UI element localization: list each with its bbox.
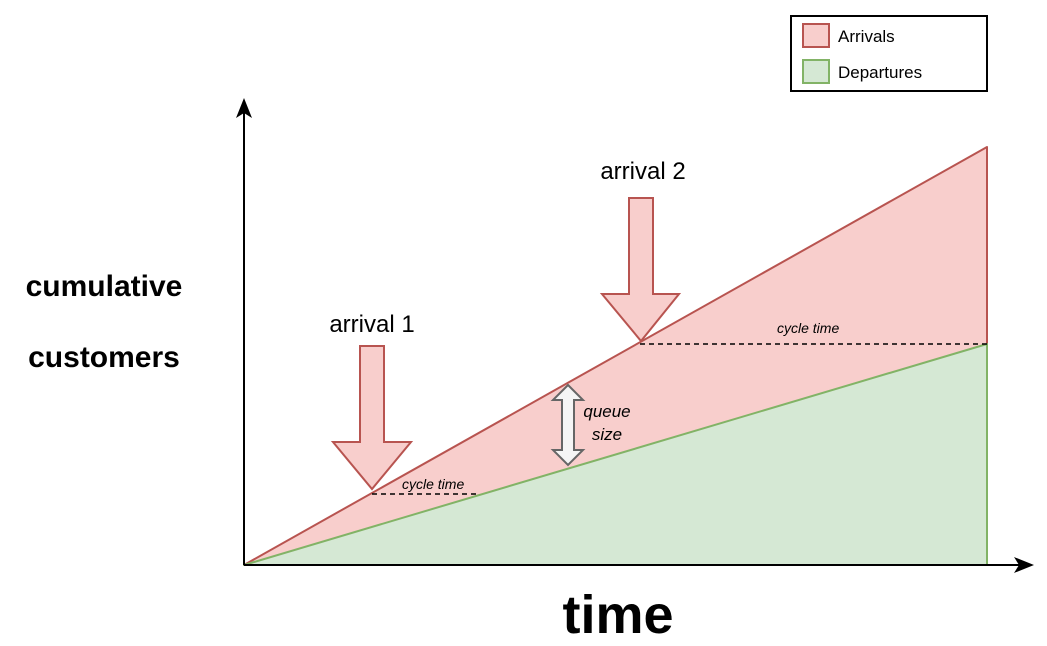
arrival-1-arrow xyxy=(330,345,414,491)
cycle-time-label-2: cycle time xyxy=(777,320,839,336)
y-axis-label-line2: customers xyxy=(28,341,180,374)
queue-size-double-arrow xyxy=(550,383,586,467)
arrival-1-label: arrival 1 xyxy=(329,311,414,338)
y-axis-label-line1: cumulative xyxy=(26,270,183,303)
y-axis-arrowhead xyxy=(236,98,252,118)
x-axis-label: time xyxy=(562,585,673,645)
queue-label: queue xyxy=(583,402,630,421)
x-axis-arrowhead xyxy=(1014,557,1034,573)
arrival-2-arrow xyxy=(599,197,682,343)
legend-label-departures: Departures xyxy=(838,63,922,82)
legend: Arrivals Departures xyxy=(790,15,988,92)
cycle-time-label-1: cycle time xyxy=(402,476,464,492)
legend-swatch-departures xyxy=(802,59,830,84)
size-label: size xyxy=(592,425,622,444)
arrival-2-label: arrival 2 xyxy=(600,158,685,185)
legend-label-arrivals: Arrivals xyxy=(838,27,895,46)
legend-swatch-arrivals xyxy=(802,23,830,48)
